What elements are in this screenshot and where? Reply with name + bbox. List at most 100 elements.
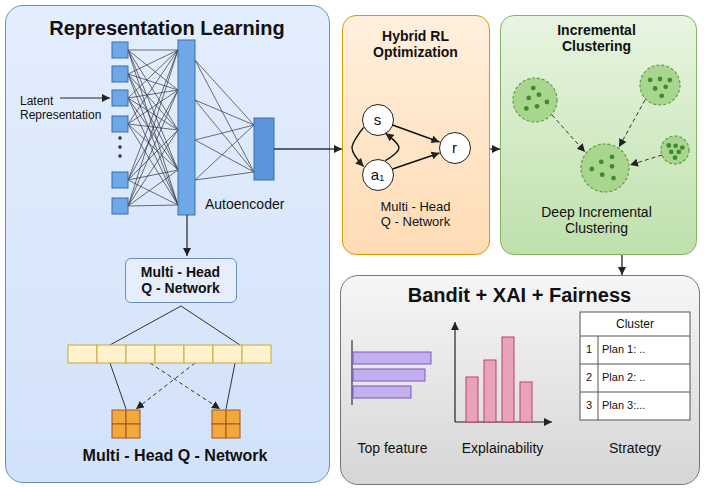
table-header: Cluster: [580, 317, 690, 331]
table-rule: [598, 336, 599, 420]
data-point: [526, 95, 531, 100]
connector-arrow: [393, 153, 440, 169]
table-cell: Plan 3:...: [602, 399, 688, 412]
table-cell: Plan 1: ..: [602, 343, 688, 356]
latent-block: [254, 118, 274, 180]
state-label: s: [364, 111, 392, 129]
table-rule: [580, 336, 690, 337]
action-grid: [112, 410, 126, 424]
connector-arrow: [621, 255, 622, 275]
network-link: [128, 205, 178, 206]
data-point: [676, 149, 681, 154]
data-point: [666, 143, 671, 148]
data-point: [599, 159, 604, 164]
panel: Incremental ClusteringDeep Incremental C…: [500, 15, 697, 255]
network-link: [128, 50, 178, 130]
input-neuron: [112, 66, 128, 82]
table-cell: 3: [580, 399, 598, 412]
q-value-cell: [126, 345, 155, 363]
flow-line: [226, 363, 235, 409]
network-link: [128, 98, 178, 170]
hidden-layer: [178, 40, 195, 215]
action-grid: [126, 424, 140, 438]
feature-bar: [353, 352, 431, 364]
ellipsis-dot: [118, 136, 122, 140]
feature-bar: [353, 386, 411, 398]
data-point: [531, 86, 536, 91]
network-link: [128, 130, 178, 206]
flow-line: [136, 363, 195, 409]
table-cell: Plan 2: ..: [602, 371, 688, 384]
input-neuron: [112, 116, 128, 132]
q-value-cell: [97, 345, 126, 363]
connector-arrow: [352, 128, 364, 167]
network-link: [128, 130, 178, 180]
q-value-cell: [184, 345, 213, 363]
data-point: [589, 167, 594, 172]
flow-line: [274, 148, 330, 150]
network-link: [128, 90, 178, 206]
network-link: [128, 50, 178, 51]
merge-arrow: [630, 155, 662, 165]
table-cell: 1: [580, 343, 598, 356]
panel-caption: Deep Incremental Clustering: [532, 204, 662, 238]
box-label: Multi - Head Q - Network: [138, 264, 224, 298]
q-value-cell: [155, 345, 184, 363]
input-neuron: [112, 90, 128, 106]
network-link: [195, 125, 254, 140]
ellipsis-dot: [118, 154, 122, 158]
data-point: [610, 164, 615, 169]
network-link: [128, 50, 178, 206]
q-value-cell: [68, 345, 97, 363]
cluster-blob: [640, 65, 680, 105]
ellipsis-dot: [118, 145, 122, 149]
network-link: [195, 125, 254, 180]
network-link: [195, 140, 254, 172]
connector-arrow: [393, 125, 440, 142]
reward-circle: r: [439, 132, 471, 164]
network-link: [195, 172, 254, 180]
action-grid: [126, 410, 140, 424]
chart-axis: [454, 322, 455, 422]
connector-arrow: [330, 148, 342, 149]
data-point: [658, 77, 663, 82]
network-link: [128, 180, 178, 205]
network-link: [128, 74, 178, 205]
cluster-blob: [581, 144, 629, 192]
action-circle: a₁: [362, 159, 394, 191]
reward-label: r: [441, 139, 469, 157]
action-label: a₁: [364, 166, 392, 184]
data-point: [545, 100, 550, 105]
data-point: [680, 145, 685, 150]
data-point: [673, 155, 678, 160]
strategy-table: [580, 312, 690, 420]
state-circle: s: [362, 104, 394, 136]
action-grid: [212, 424, 226, 438]
panel-title: Hybrid RL Optimization: [366, 28, 466, 62]
input-neuron: [112, 172, 128, 188]
q-value-cell: [242, 345, 271, 363]
network-link: [195, 60, 254, 172]
flow-line: [181, 306, 240, 345]
network-link: [128, 90, 178, 180]
panel-title: Representation Learning: [20, 16, 315, 40]
network-link: [128, 50, 178, 205]
network-link: [128, 74, 178, 170]
cluster-blob: [513, 78, 557, 122]
flow-line: [60, 98, 110, 99]
importance-bar: [520, 382, 532, 422]
data-point: [667, 78, 672, 83]
callout-label: Latent Representation: [20, 94, 108, 123]
network-link: [128, 50, 178, 180]
table-rule: [580, 392, 690, 393]
data-point: [648, 78, 653, 83]
network-link: [128, 124, 178, 170]
network-link: [128, 50, 178, 124]
table-cell: 2: [580, 371, 598, 384]
input-neuron: [112, 198, 128, 214]
chart-label: Strategy: [580, 440, 690, 457]
data-point: [659, 93, 664, 98]
action-grid: [212, 410, 226, 424]
cluster-blob: [661, 136, 689, 164]
